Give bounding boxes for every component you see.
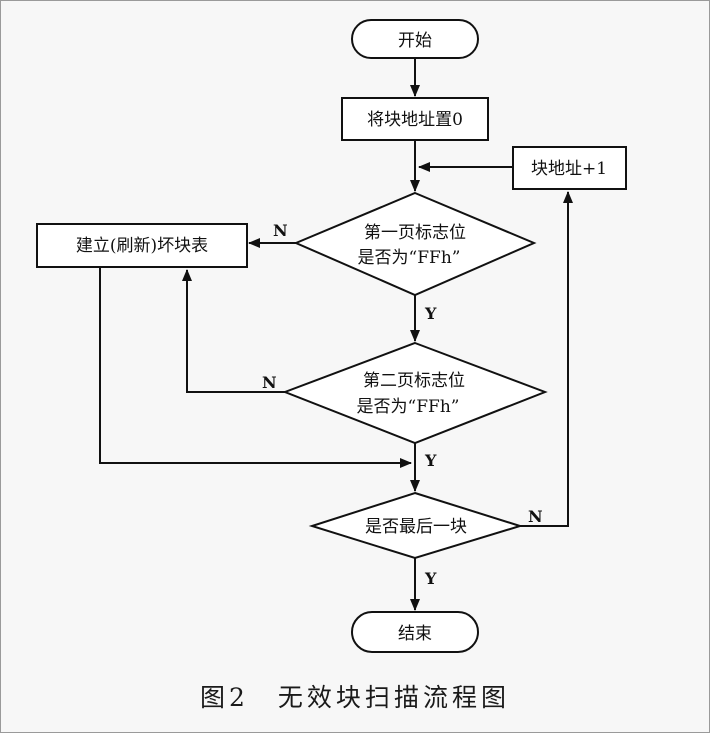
increment-box: 块地址+1 [512,146,627,190]
edge-table-to-merge [99,267,412,468]
check-last-label: 是否最后一块 [365,517,467,537]
check-last-block-decision: 是否最后一块 [308,491,524,560]
set-zero-label: 将块地址置0 [367,110,463,130]
check-first-line2: 是否为“FFh” [358,248,461,268]
increment-label: 块地址+1 [531,159,607,179]
edge-check2-no [182,269,285,393]
start-label: 开始 [398,31,432,51]
check-first-line1: 第一页标志位 [364,223,466,243]
check-second-line1: 第二页标志位 [363,371,465,391]
start-terminal: 开始 [351,19,479,59]
set-zero-box: 将块地址置0 [341,97,489,141]
connectors [99,58,573,611]
label-no-check2: N [262,373,277,392]
label-no-check3: N [528,507,543,526]
check-second-page-decision: 第二页标志位 是否为“FFh” [282,341,548,445]
label-no-check1: N [273,221,288,240]
label-yes-check2: Y [424,451,437,470]
check-second-line2: 是否为“FFh” [357,397,460,417]
label-yes-check1: Y [424,304,437,323]
label-yes-check3: Y [424,569,437,588]
edge-last-no [520,191,573,527]
end-label: 结束 [398,624,432,644]
build-table-label: 建立(刷新)坏块表 [76,236,208,256]
check-first-page-decision: 第一页标志位 是否为“FFh” [293,191,537,297]
figure-caption: 图2 无效块扫描流程图 [200,683,510,712]
build-table-box: 建立(刷新)坏块表 [36,223,248,268]
end-terminal: 结束 [351,611,479,653]
